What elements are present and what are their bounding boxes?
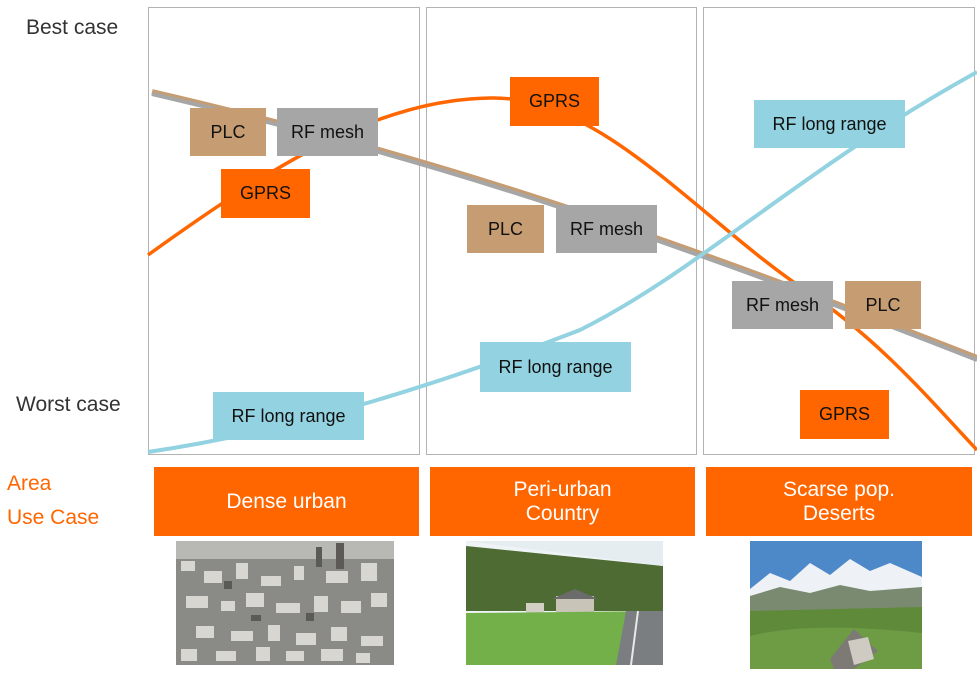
area-peri-urban-line2: Country xyxy=(525,501,600,525)
scarse-rf-mesh-tag: RF mesh xyxy=(732,281,833,329)
dense-gprs-tag: GPRS xyxy=(221,169,310,218)
scarse-population-photo xyxy=(750,541,922,669)
dense-rf-mesh-tag: RF mesh xyxy=(277,108,378,156)
peri-plc-tag: PLC xyxy=(467,205,544,253)
dense-plc-tag: PLC xyxy=(190,108,266,156)
best-case-label: Best case xyxy=(26,16,119,39)
peri-gprs-tag: GPRS xyxy=(510,77,599,126)
area-peri-urban-line1: Peri-urban xyxy=(513,477,612,501)
peri-rf-long-range-tag: RF long range xyxy=(480,342,631,392)
area-peri-urban: Peri-urban Country xyxy=(430,467,695,536)
panel-scarse xyxy=(703,7,975,455)
use-case-title: Use Case xyxy=(7,506,100,529)
dense-rf-long-range-tag: RF long range xyxy=(213,392,364,440)
panel-dense-urban xyxy=(148,7,420,455)
scarse-rf-long-range-tag: RF long range xyxy=(754,100,905,148)
scarse-gprs-tag: GPRS xyxy=(800,390,889,439)
peri-rf-mesh-tag: RF mesh xyxy=(556,205,657,253)
dense-urban-photo xyxy=(176,541,394,665)
area-scarse-line1: Scarse pop. xyxy=(782,477,896,501)
area-scarse-line2: Deserts xyxy=(802,501,876,525)
peri-urban-photo xyxy=(466,541,663,665)
area-dense-urban: Dense urban xyxy=(154,467,419,536)
scarse-plc-tag: PLC xyxy=(845,281,921,329)
worst-case-label: Worst case xyxy=(16,393,121,416)
panel-peri-urban xyxy=(426,7,697,455)
area-scarse: Scarse pop. Deserts xyxy=(706,467,972,536)
area-dense-urban-line1: Dense urban xyxy=(226,489,347,513)
area-title: Area xyxy=(7,472,52,495)
